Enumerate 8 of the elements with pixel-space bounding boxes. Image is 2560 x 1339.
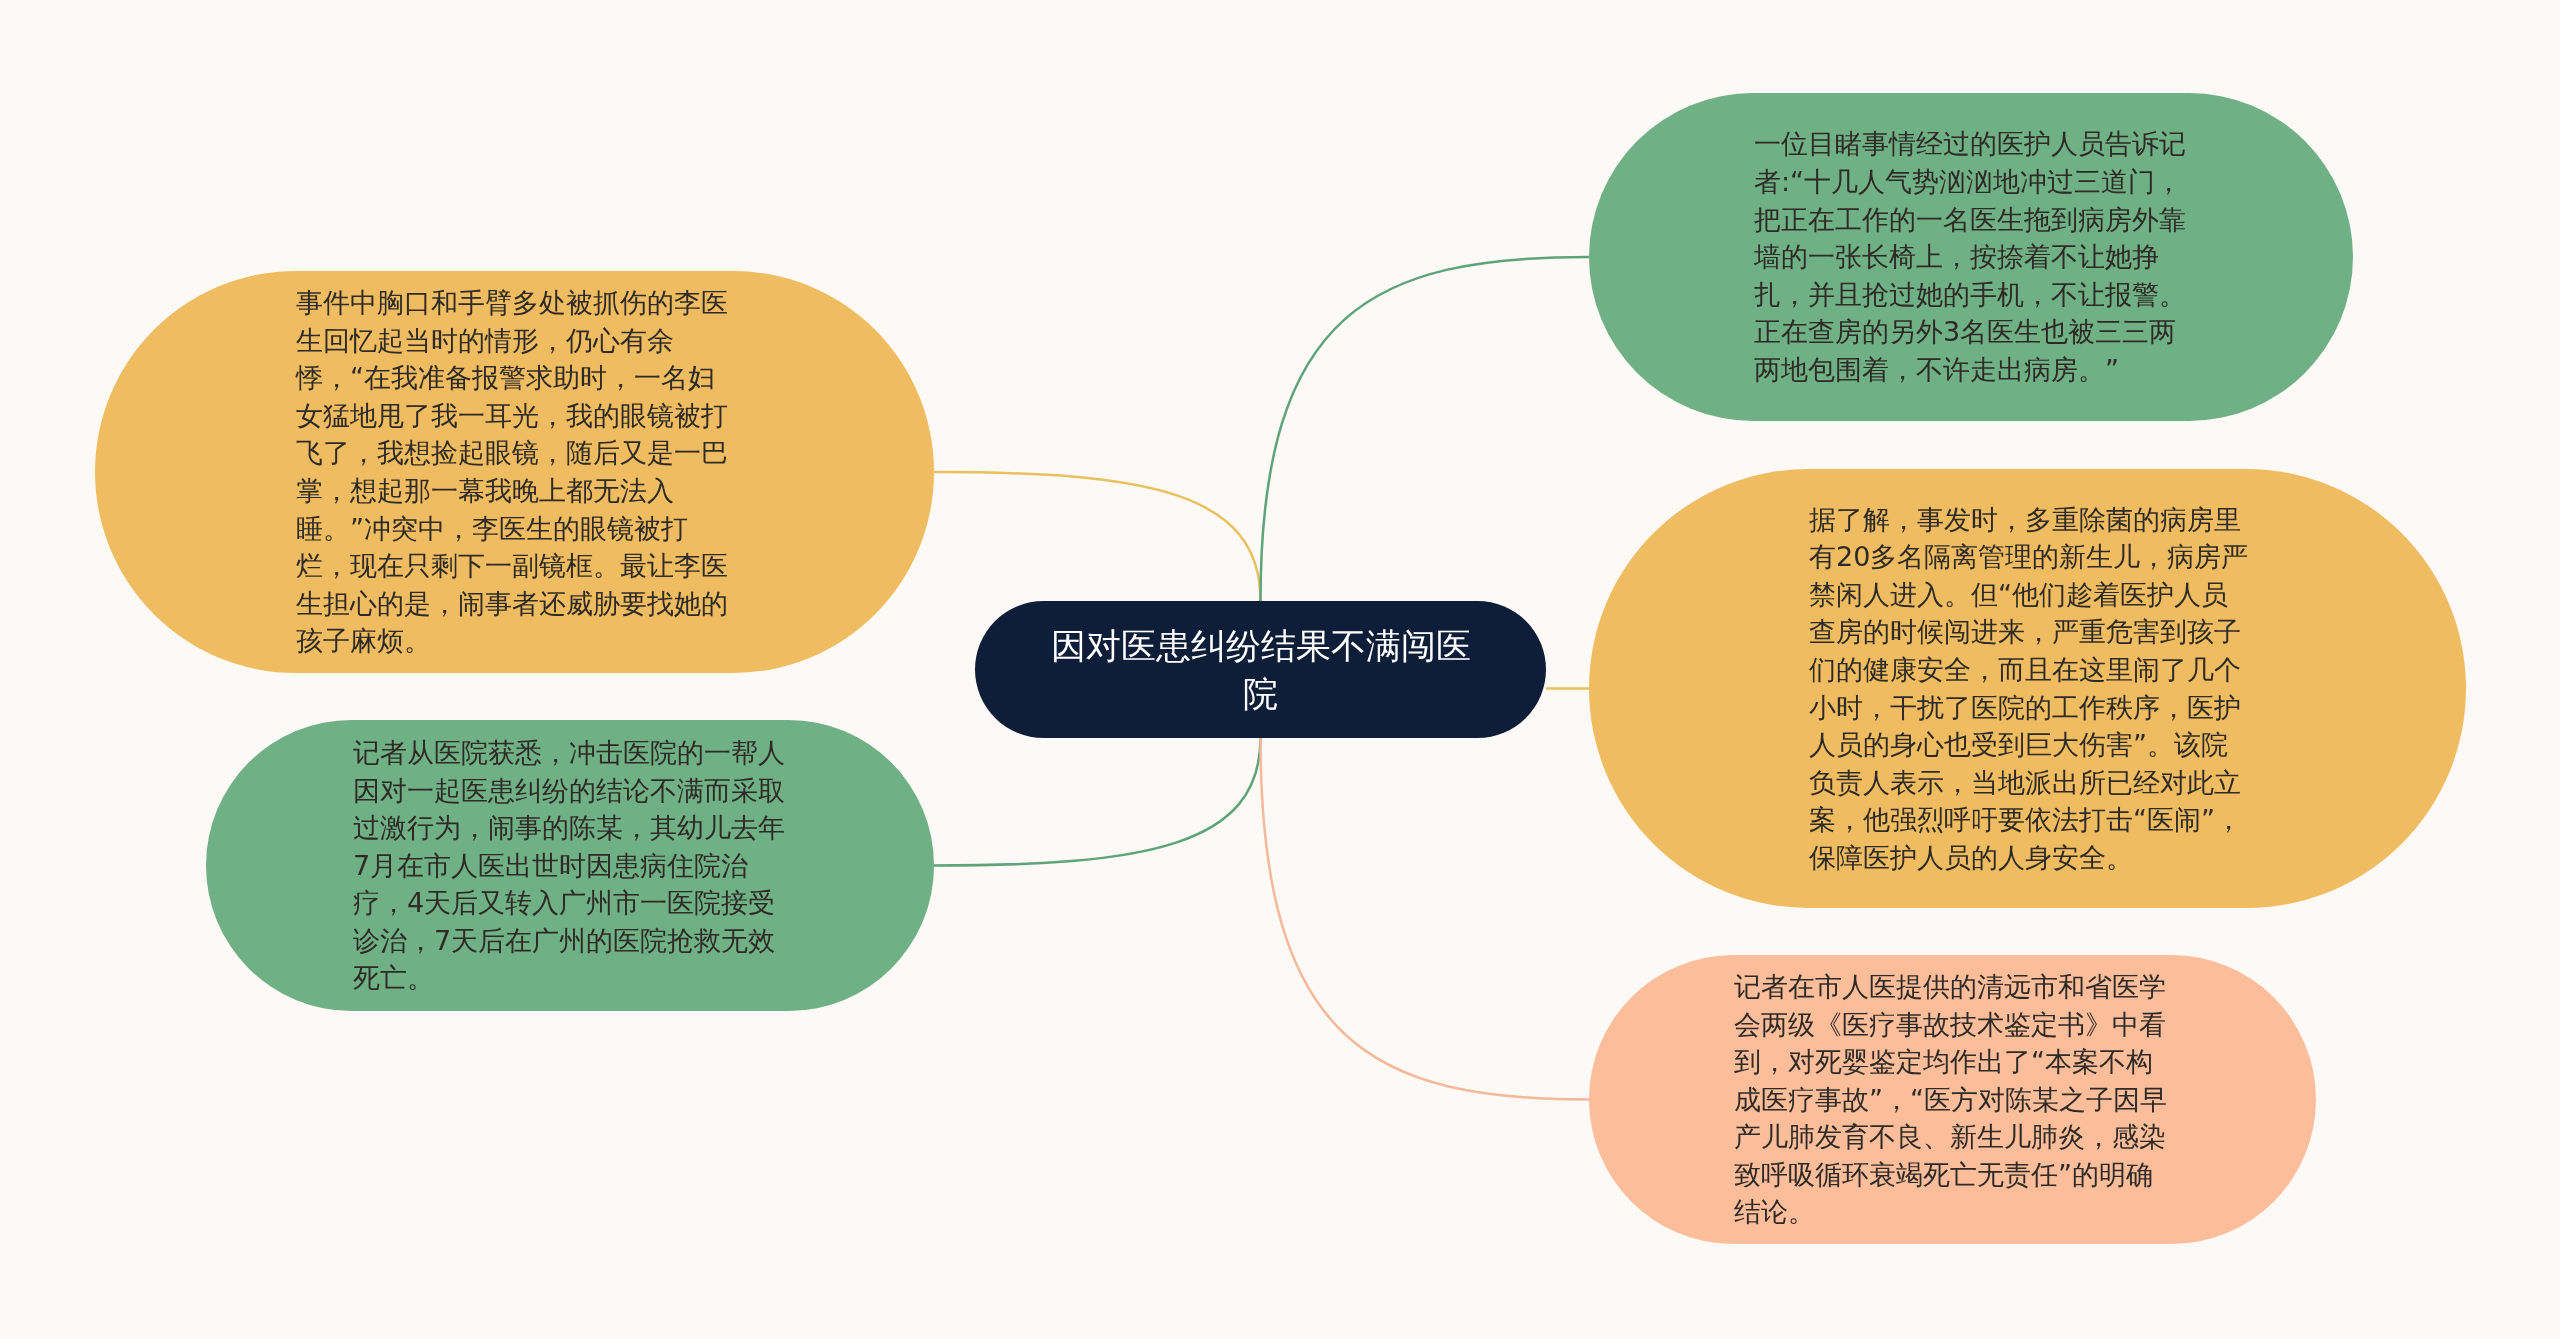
topic-title: 因对医患纠纷结果不满闯医院	[1049, 624, 1472, 716]
paragraph: 事件中胸口和手臂多处被抓伤的李医生回忆起当时的情形，仍心有余悸，“在我准备报警求助时，一名妇女猛地甩了我一耳光，我的眼镜被打飞了，我想捡起眼镜，随后又是一巴掌，想起那一幕我晚上都无法入睡。”冲突中，李医生的眼镜被打烂，现在只剩下一副镜框。最让李医生担心的是，闹事者还威胁要找她的孩子麻烦。	[296, 286, 729, 659]
connector-line	[1546, 687, 1589, 690]
paragraph: 记者在市人医提供的清远市和省医学会两级《医疗事故技术鉴定书》中看到，对死婴鉴定均作出了“本案不构成医疗事故”，“医方对陈某之子因早产儿肺发育不良、新生儿肺炎，感染致呼吸循环衰竭死亡无责任”的明确结论。	[1734, 969, 2168, 1230]
paragraph: 据了解，事发时，多重除菌的病房里有20多名隔离管理的新生儿，病房严禁闲人进入。但“他们趁着医护人员查房的时候闯进来，严重危害到孩子们的健康安全，而且在这里闹了几个小时，干扰了医院的工作秩序，医护人员的身心也受到巨大伤害”。该院负责人表示，当地派出所已经对此立案，他强烈呼吁要依法打击“医闹”，保障医护人员的人身安全。	[1809, 502, 2249, 875]
connector-line	[1259, 255, 1590, 602]
paragraph: 记者从医院获悉，冲击医院的一帮人因对一起医患纠纷的结论不满而采取过激行为，闹事的陈某，其幼儿去年7月在市人医出世时因患病住院治疗，4天后又转入广州市一医院接受诊治，7天后在广州的医院抢救无效死亡。	[353, 735, 786, 996]
paragraph: 一位目睹事情经过的医护人员告诉记者:“十几人气势汹汹地冲过三道门，把正在工作的一名医生拖到病房外靠墙的一张长椅上，按捺着不让她挣扎，并且抢过她的手机，不让报警。正在查房的另外3名医生也被三三两两地包围着，不许走出病房。”	[1754, 127, 2187, 387]
